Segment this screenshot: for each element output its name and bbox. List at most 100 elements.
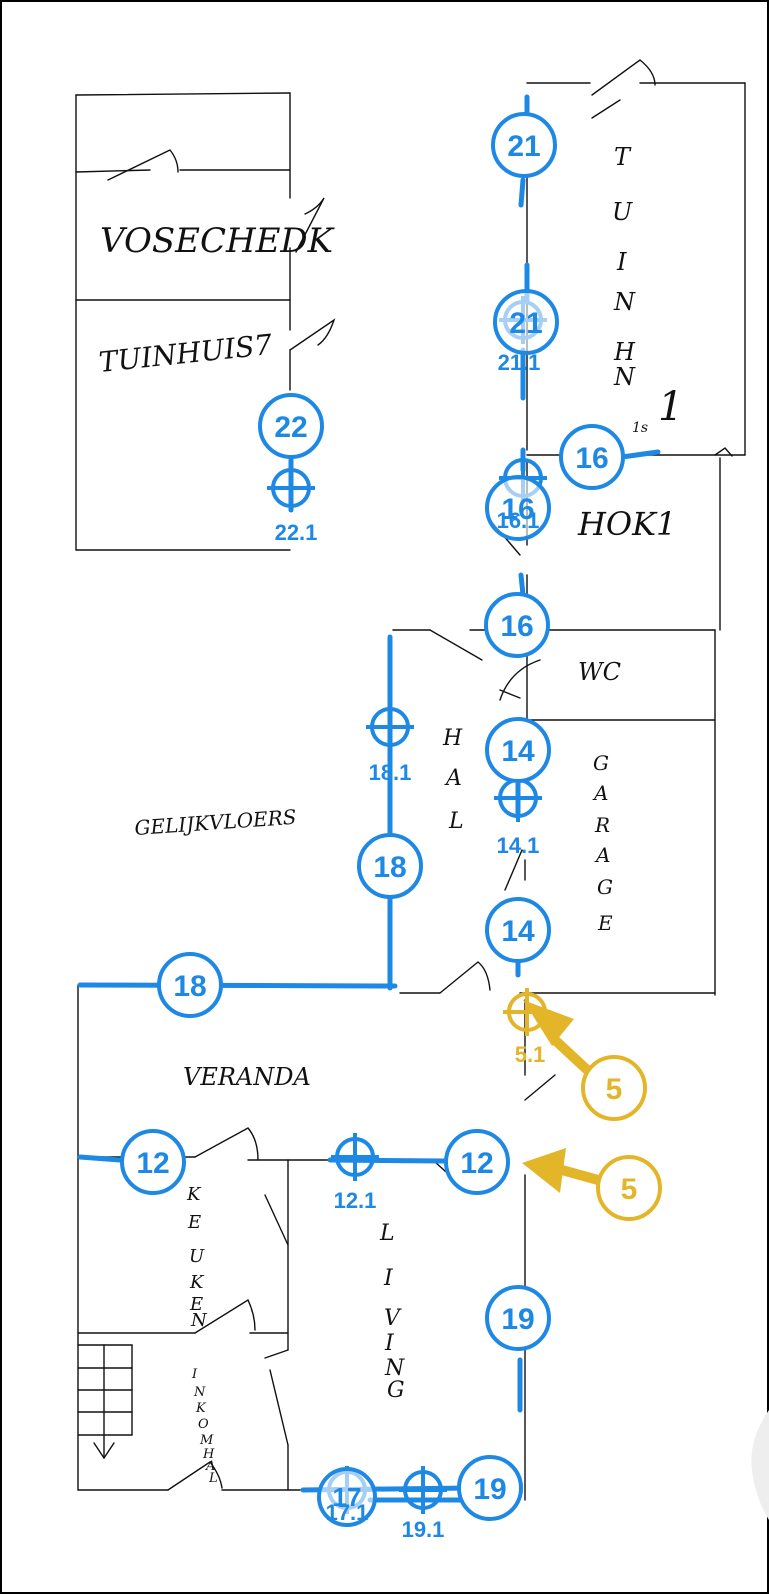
tuin-small-label: 1s: [632, 420, 648, 436]
tuin-letter: N: [613, 288, 636, 316]
badge-16-right-label: 16: [575, 442, 608, 475]
room-label-tuinhuis: TUINHUIS7: [97, 328, 274, 379]
garage-letter: A: [594, 843, 610, 867]
keuken-letter: E: [187, 1212, 201, 1233]
tuin-letter: U: [612, 198, 633, 226]
arrow-5-lower: [557, 1165, 603, 1185]
garage-letter: G: [593, 751, 609, 775]
label-5-1: 5.1: [515, 1042, 546, 1067]
badge-14-upper-label: 14: [501, 735, 535, 768]
room-label-keuken: K E U K E N: [186, 1184, 208, 1331]
keuken-letter: K: [189, 1272, 205, 1293]
room-label-inkomhal: I N K O M H A L: [191, 1367, 218, 1486]
crosshair-5-1: [503, 988, 551, 1036]
badge-18-vertical-label: 18: [373, 851, 406, 884]
arrow-5-upper-head: [523, 1000, 574, 1046]
inkomhal-letter: O: [198, 1417, 209, 1432]
badge-22: 22: [258, 393, 324, 459]
badge-16-right: 16: [559, 424, 625, 490]
keuken-letter: E: [189, 1294, 203, 1315]
inkomhal-letter: H: [202, 1447, 215, 1462]
label-18-1: 18.1: [369, 760, 412, 785]
room-label-hok: HOK1: [577, 505, 676, 543]
living-letter: L: [379, 1221, 395, 1246]
badge-5-upper-label: 5: [606, 1073, 623, 1106]
crosshair-12-1: [331, 1133, 379, 1181]
badge-12-right-label: 12: [460, 1147, 493, 1180]
badge-19-vertical-label: 19: [501, 1303, 534, 1336]
room-label-veranda: VERANDA: [183, 1063, 311, 1091]
segment-16-lower: [518, 572, 526, 598]
badge-14-lower-label: 14: [501, 915, 535, 948]
hal-letter: L: [448, 809, 464, 834]
badge-18-horizontal: 18: [157, 952, 223, 1018]
badge-12-right: 12: [444, 1129, 510, 1195]
crosshair-18-1: [366, 703, 414, 751]
badge-12-left: 12: [120, 1129, 186, 1195]
garage-letter: R: [594, 813, 610, 837]
tuin-letter: I: [616, 248, 627, 276]
label-16-1: 16.1: [497, 508, 540, 533]
inkomhal-letter: A: [205, 1459, 215, 1474]
living-letter: G: [387, 1378, 405, 1403]
blue-wall-segments: [77, 94, 661, 1503]
badge-19-bottom: 19: [457, 1455, 523, 1521]
badge-19-vertical: 19: [485, 1285, 551, 1351]
tuin-letter: T: [614, 143, 632, 171]
label-19-1: 19.1: [402, 1517, 445, 1542]
badge-5-upper: 5: [581, 1055, 647, 1121]
segment-12-right: [327, 1157, 448, 1164]
inkomhal-letter: M: [199, 1433, 214, 1448]
living-letter: I: [384, 1331, 395, 1356]
badge-22-label: 22: [274, 411, 307, 444]
room-label-tuin: T U I N H N 1 1s: [612, 143, 683, 436]
badge-16-lower-label: 16: [500, 610, 533, 643]
room-label-living: L I V I N G: [379, 1221, 405, 1403]
badge-17: 17: [317, 1467, 377, 1527]
badge-16-center-label: 16: [501, 493, 534, 526]
room-label-garage: G A R A G E: [592, 751, 613, 935]
crosshair-22-1: [267, 464, 315, 512]
segment-18-horizontal: [77, 982, 398, 989]
badge-14-lower: 14: [485, 897, 551, 963]
segment-21-bottom: [518, 177, 526, 208]
inkomhal-letter: L: [208, 1471, 218, 1486]
hal-letter: H: [442, 726, 463, 751]
page-shadow: [751, 1410, 769, 1520]
badge-16-lower: 16: [484, 592, 550, 658]
room-label-wc: WC: [578, 658, 621, 686]
room-label-voorhok: VOSECHEDK: [100, 221, 336, 261]
garage-letter: G: [597, 875, 613, 899]
badge-21-mid-label: 21: [509, 307, 542, 340]
keuken-letter: U: [189, 1246, 205, 1267]
garage-letter: A: [592, 781, 608, 805]
inkomhal-letter: I: [191, 1367, 198, 1382]
arrow-5-lower-head: [522, 1148, 566, 1193]
badge-18-horizontal-label: 18: [173, 970, 206, 1003]
badge-18-vertical: 18: [357, 833, 423, 899]
badge-16-center: 16: [485, 475, 551, 541]
living-letter: N: [384, 1356, 405, 1381]
label-22-1: 22.1: [275, 520, 318, 545]
keuken-letter: N: [190, 1310, 208, 1331]
label-14-1: 14.1: [497, 833, 540, 858]
hal-letter: A: [444, 766, 462, 791]
badge-14-upper: 14: [485, 717, 551, 783]
tuin-letter: N: [613, 363, 636, 391]
badge-5-lower-label: 5: [621, 1173, 638, 1206]
keuken-letter: K: [186, 1184, 202, 1205]
segment-12-left: [77, 1154, 123, 1163]
tuin-letter: H: [613, 338, 636, 366]
garage-letter: E: [597, 911, 613, 935]
living-letter: V: [384, 1306, 402, 1331]
badges: 21 21 21.1 16 16 16.1 16 22 22.1 18.1 18: [120, 112, 662, 1542]
label-12-1: 12.1: [334, 1188, 377, 1213]
badge-21-mid: 21: [493, 289, 559, 355]
label-17-1: 17.1: [326, 1500, 369, 1525]
segment-16-right: [619, 449, 661, 460]
room-label-hal: H A L: [442, 726, 464, 834]
badge-12-left-label: 12: [136, 1147, 169, 1180]
badge-19-bottom-label: 19: [473, 1473, 506, 1506]
label-21-1: 21.1: [498, 350, 541, 375]
